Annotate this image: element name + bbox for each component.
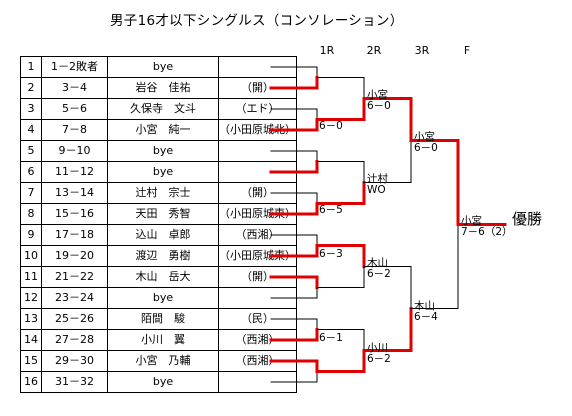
r2-winner-4: 小川 xyxy=(367,342,388,354)
r3-winner-1: 小宮 xyxy=(414,131,435,143)
seed-position: 15－16 xyxy=(41,203,108,225)
seed-position: 9－10 xyxy=(41,140,108,162)
r3-score-1: 6－0 xyxy=(414,142,438,154)
r2-score-3: 6－2 xyxy=(367,268,391,280)
page-title: 男子16才以下シングルス（コンソレーション） xyxy=(110,13,404,29)
player-club: （小田原城北） xyxy=(218,119,297,141)
r2-winner-2: 辻村 xyxy=(367,173,388,185)
player-name: bye xyxy=(107,371,219,393)
round-label-3r: 3R xyxy=(414,44,430,57)
seed-number: 14 xyxy=(20,329,42,351)
r1-score-3: 6－3 xyxy=(319,248,343,260)
player-name: 陌間 駿 xyxy=(107,308,219,330)
final-score: 7－6（2） xyxy=(461,226,513,238)
player-name: 久保寺 文斗 xyxy=(107,98,219,120)
player-name: 岩谷 佳祐 xyxy=(107,77,219,99)
r2-score-4: 6－2 xyxy=(367,353,391,365)
seed-number: 16 xyxy=(20,371,42,393)
r3-winner-2: 木山 xyxy=(414,300,435,312)
r3-score-2: 6－4 xyxy=(414,311,438,323)
r2-winner-3: 木山 xyxy=(367,257,388,269)
round-label-2r: 2R xyxy=(366,44,382,57)
final-winner: 小宮 xyxy=(461,215,482,227)
seed-position: 13－14 xyxy=(41,182,108,204)
player-club: （開） xyxy=(218,77,297,99)
round-label-1r: 1R xyxy=(319,44,335,57)
champion-label: 優勝 xyxy=(512,210,543,228)
r1-score-1: 6－0 xyxy=(319,120,343,132)
seed-position: 5－6 xyxy=(41,98,108,120)
player-name: 辻村 宗士 xyxy=(107,182,219,204)
r1-score-4: 6－1 xyxy=(319,332,343,344)
seed-position: 11－12 xyxy=(41,161,108,183)
seed-position: 23－24 xyxy=(41,287,108,309)
r2-score-1: 6－0 xyxy=(367,100,391,112)
r2-score-2: WO xyxy=(367,184,386,196)
player-club: （小田原城東） xyxy=(218,203,297,225)
seed-position: 29－30 xyxy=(41,350,108,372)
r2-winner-1: 小宮 xyxy=(367,89,388,101)
seed-position: 27－28 xyxy=(41,329,108,351)
player-name: 天田 秀智 xyxy=(107,203,219,225)
player-name: 小川 翼 xyxy=(107,329,219,351)
r1-score-2: 6－5 xyxy=(319,204,343,216)
round-label-final: F xyxy=(463,44,471,57)
